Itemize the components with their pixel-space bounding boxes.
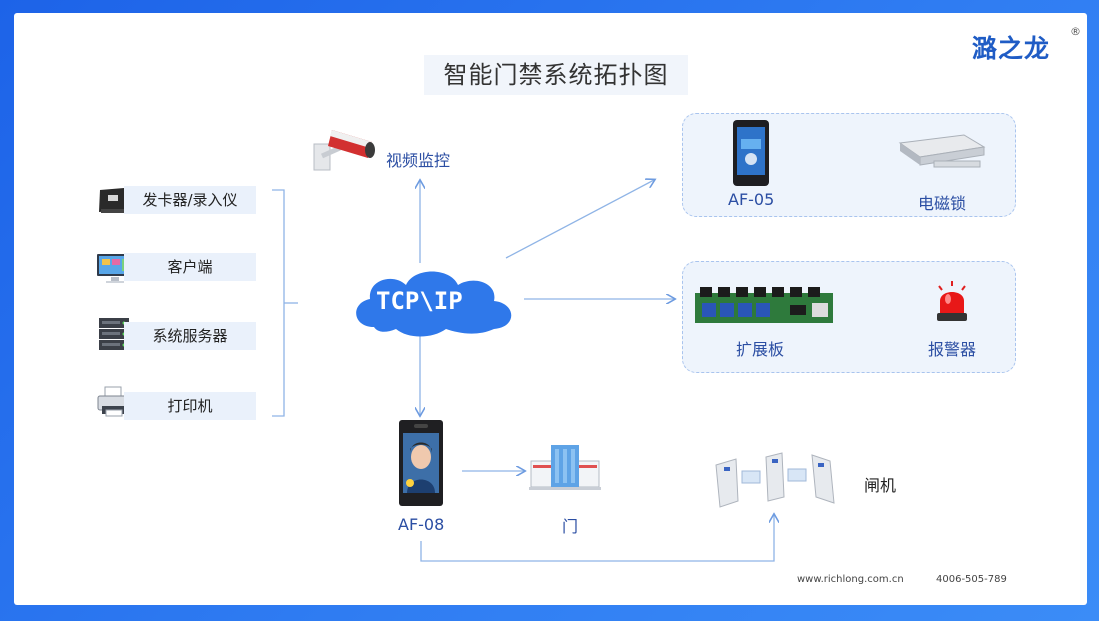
video-label: 视频监控 bbox=[386, 151, 451, 170]
registered-mark: ® bbox=[1070, 25, 1081, 38]
alarm-light-icon bbox=[937, 281, 967, 321]
af05-label: AF-05 bbox=[728, 190, 775, 209]
arrow-to-gate bbox=[420, 515, 774, 562]
left-item-card-issuer: 发卡器/录入仪 bbox=[124, 186, 256, 214]
cctv-camera-icon bbox=[313, 130, 375, 171]
diagram-title: 智能门禁系统拓扑图 bbox=[424, 55, 688, 95]
card-reader-icon bbox=[99, 188, 128, 213]
turnstile-gate-icon bbox=[715, 452, 835, 508]
brand-logo: 潞之龙 bbox=[972, 34, 1051, 63]
left-bracket-line bbox=[272, 189, 285, 417]
magnetic-lock-icon bbox=[898, 134, 986, 168]
cloud-icon bbox=[356, 271, 512, 337]
expansion-label: 扩展板 bbox=[736, 340, 785, 359]
footer-website[interactable]: www.richlong.com.cn bbox=[797, 574, 904, 585]
printer-icon bbox=[97, 386, 131, 417]
alarm-label: 报警器 bbox=[928, 340, 977, 359]
expansion-board-icon bbox=[695, 287, 833, 323]
gate-label: 闸机 bbox=[864, 476, 897, 495]
lock-label: 电磁锁 bbox=[918, 194, 967, 213]
arrow-to-af05 bbox=[505, 180, 654, 259]
network-label: TCP\IP bbox=[376, 287, 463, 315]
building-door-icon bbox=[529, 445, 601, 490]
left-item-server: 系统服务器 bbox=[124, 322, 256, 350]
af08-device-icon bbox=[399, 420, 443, 506]
af05-device-icon bbox=[733, 120, 769, 186]
left-item-printer: 打印机 bbox=[124, 392, 256, 420]
footer-phone: 4006-505-789 bbox=[936, 574, 1007, 585]
door-label: 门 bbox=[562, 517, 579, 536]
connector-lines bbox=[272, 13, 1087, 562]
slide-canvas: 智能门禁系统拓扑图 潞之龙 ® 发卡器/录入仪 客户端 系统服务器 打印机 bbox=[14, 13, 1087, 605]
af08-label: AF-08 bbox=[398, 515, 445, 534]
left-item-client: 客户端 bbox=[124, 253, 256, 281]
